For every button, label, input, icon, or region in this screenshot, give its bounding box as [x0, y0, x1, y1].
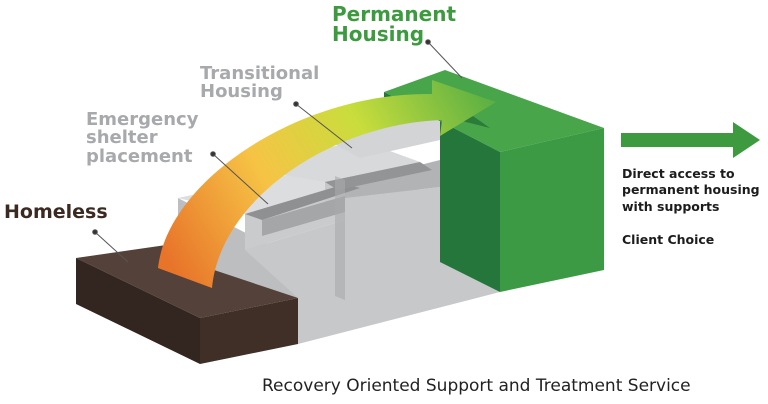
emergency-label: Emergency shelter placement — [86, 109, 199, 167]
right-arrow — [621, 122, 760, 158]
leader-lines — [92, 39, 463, 263]
transitional-label: Transitional Housing — [200, 63, 320, 103]
client-choice-text: Client Choice — [622, 232, 715, 247]
progression-arrow — [158, 80, 496, 288]
homeless-label: Homeless — [4, 201, 108, 223]
permanent-label: Permanent Housing — [332, 2, 457, 47]
direct-access-text: Direct access to permanent housing with … — [622, 166, 760, 214]
footer-caption: Recovery Oriented Support and Treatment … — [262, 376, 691, 396]
